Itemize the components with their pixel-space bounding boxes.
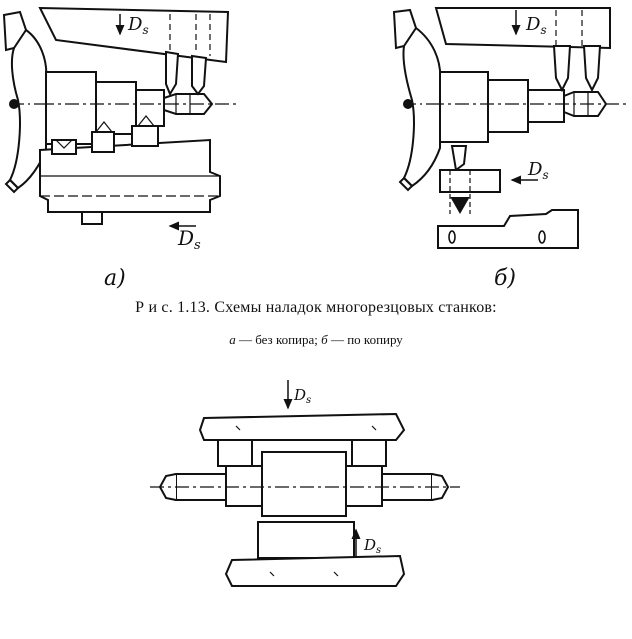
bottom-scheme-drawing (150, 380, 460, 587)
panel-a-drawing (2, 6, 236, 231)
feed-label: Ds (527, 159, 549, 182)
panel-a-label: а) (104, 266, 126, 291)
caption-b-text: — по копиру (327, 332, 403, 347)
panel-b-drawing (392, 7, 626, 249)
panel-b-label: б) (494, 266, 516, 291)
figure-caption-legend: а — без копира; б — по копиру (0, 332, 632, 348)
feed-label: Ds (525, 14, 547, 37)
feed-label: Ds (293, 386, 311, 406)
figure-caption-title: Р и с. 1.13. Схемы наладок многорезцовых… (135, 299, 497, 316)
caption-a-letter: а (229, 332, 236, 347)
feed-label: Ds (177, 226, 201, 253)
caption-a-text: — без копира; (235, 332, 322, 347)
feed-label: Ds (127, 14, 149, 37)
caption-b-letter: б (321, 332, 328, 347)
feed-label: Ds (363, 536, 381, 556)
